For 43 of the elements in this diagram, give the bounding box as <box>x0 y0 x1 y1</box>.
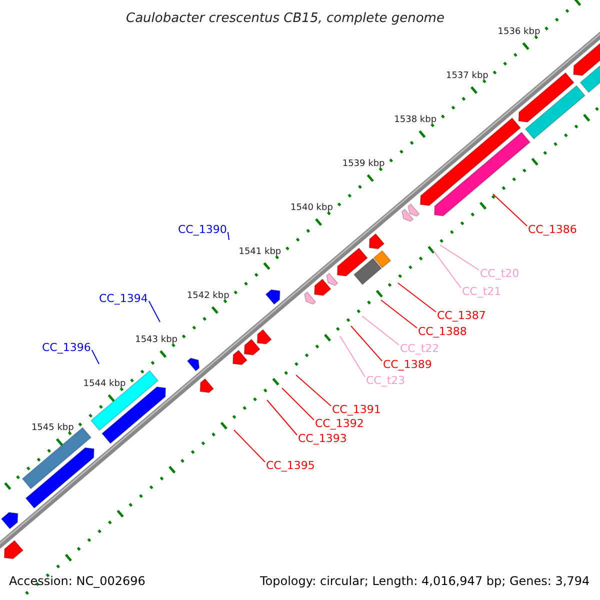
scale-label: 1538 kbp <box>394 116 437 125</box>
genome-info-text: Topology: circular; Length: 4,016,947 bp; Genes: 3,794 <box>260 575 590 587</box>
scale-label: 1539 kbp <box>342 160 385 169</box>
leader-line <box>398 282 436 312</box>
gene-label: CC_1392 <box>315 418 364 428</box>
gene-label: CC_t23 <box>366 374 406 386</box>
scale-label: 1542 kbp <box>186 292 230 301</box>
gene-label: CC_1387 <box>437 310 486 320</box>
leader-line <box>227 232 230 240</box>
scale-label: 1543 kbp <box>135 336 178 345</box>
scale-label: 1541 kbp <box>238 248 282 257</box>
accession-text: Accession: NC_002696 <box>9 575 146 587</box>
leader-line <box>91 350 100 364</box>
scale-label: 1544 kbp <box>83 380 126 389</box>
gene-label: CC_1393 <box>298 432 347 444</box>
leader-line <box>282 388 314 420</box>
map-title: Caulobacter crescentus CB15, complete genome <box>126 12 444 24</box>
leader-line <box>350 326 382 362</box>
leader-line <box>148 300 160 322</box>
gene-label: CC_t21 <box>462 286 502 296</box>
gene-label: CC_1389 <box>383 358 432 370</box>
leader-line <box>492 194 528 226</box>
scale-label: 1545 kbp <box>31 424 74 433</box>
leader-line <box>380 300 418 328</box>
leader-line <box>432 250 462 288</box>
gene-label: CC_1391 <box>332 404 381 414</box>
gene-label: CC_t20 <box>480 268 520 278</box>
gene-label: CC_1394 <box>99 292 148 304</box>
gene-label: CC_1396 <box>42 342 91 352</box>
leader-line <box>296 374 332 406</box>
gene-label: CC_1388 <box>418 326 467 336</box>
scale-label: 1536 kbp <box>498 28 540 37</box>
scale-label: 1537 kbp <box>446 72 488 81</box>
scale-label: 1540 kbp <box>290 204 333 213</box>
leader-line <box>440 244 480 270</box>
leader-line <box>234 430 266 462</box>
gene-label: CC_1395 <box>266 460 315 470</box>
leader-line <box>340 336 366 378</box>
leader-line <box>266 400 298 436</box>
gene-label: CC_1390 <box>178 224 227 234</box>
leader-line <box>362 316 400 346</box>
gene-label: CC_t22 <box>400 342 440 354</box>
gene-label: CC_1386 <box>528 224 577 234</box>
